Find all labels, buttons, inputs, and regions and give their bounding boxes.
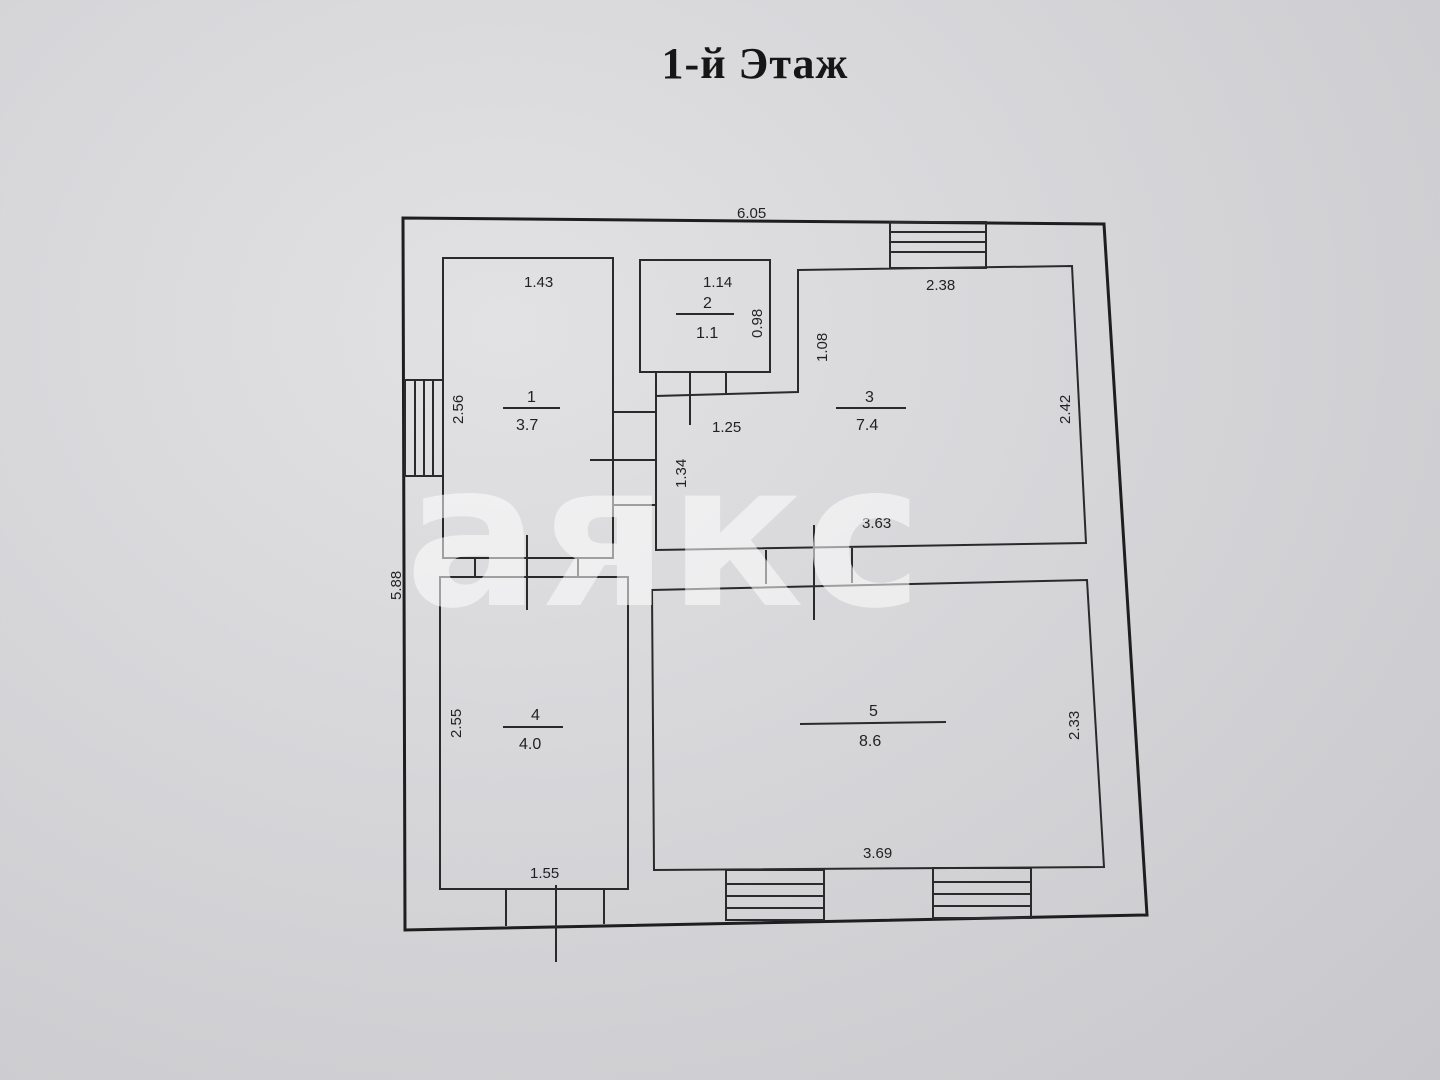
window-top [889, 221, 987, 269]
room-5-number: 5 [869, 703, 878, 720]
room-5-area: 8.6 [859, 733, 881, 750]
room-4-area: 4.0 [519, 736, 541, 753]
entry-door-opening [505, 889, 605, 926]
dim-room2-height: 0.98 [749, 309, 766, 338]
dim-room3-left: 1.08 [814, 333, 831, 362]
room-3-area: 7.4 [856, 417, 878, 434]
dim-room4-height: 2.55 [448, 709, 465, 738]
dim-room3-bottom: 3.63 [862, 515, 891, 532]
dim-room5-width: 3.69 [863, 845, 892, 862]
dim-room2-width: 1.14 [703, 274, 732, 291]
exterior-wall [401, 216, 1149, 932]
dim-corridor-height: 1.34 [673, 459, 690, 488]
room-1-number: 1 [527, 389, 536, 406]
room-2-area: 1.1 [696, 325, 718, 342]
room-2-outline [639, 259, 771, 373]
room-3-number: 3 [865, 389, 874, 406]
dim-room3-mid: 1.25 [712, 419, 741, 436]
dim-overall-width: 6.05 [737, 205, 766, 222]
window-bottom-1 [725, 869, 825, 921]
floor-title: 1-й Этаж [661, 39, 849, 88]
dim-room3-right: 2.42 [1057, 395, 1074, 424]
dim-room3-top: 2.38 [926, 277, 955, 294]
dim-room1-height: 2.56 [450, 395, 467, 424]
watermark: аякс [405, 420, 923, 653]
room-5-outline [650, 578, 1106, 872]
dim-room4-width: 1.55 [530, 865, 559, 882]
room-4-outline [439, 576, 629, 890]
dim-room5-height: 2.33 [1066, 711, 1083, 740]
dim-room1-width: 1.43 [524, 274, 553, 291]
window-left [404, 379, 444, 477]
room-3-outline [655, 264, 1088, 552]
room-2-number: 2 [703, 295, 712, 312]
dim-overall-height: 5.88 [388, 571, 405, 600]
window-bottom-2 [932, 867, 1032, 919]
room-5-fraction-bar [799, 721, 947, 725]
room-4-number: 4 [531, 707, 540, 724]
room-1-area: 3.7 [516, 417, 538, 434]
